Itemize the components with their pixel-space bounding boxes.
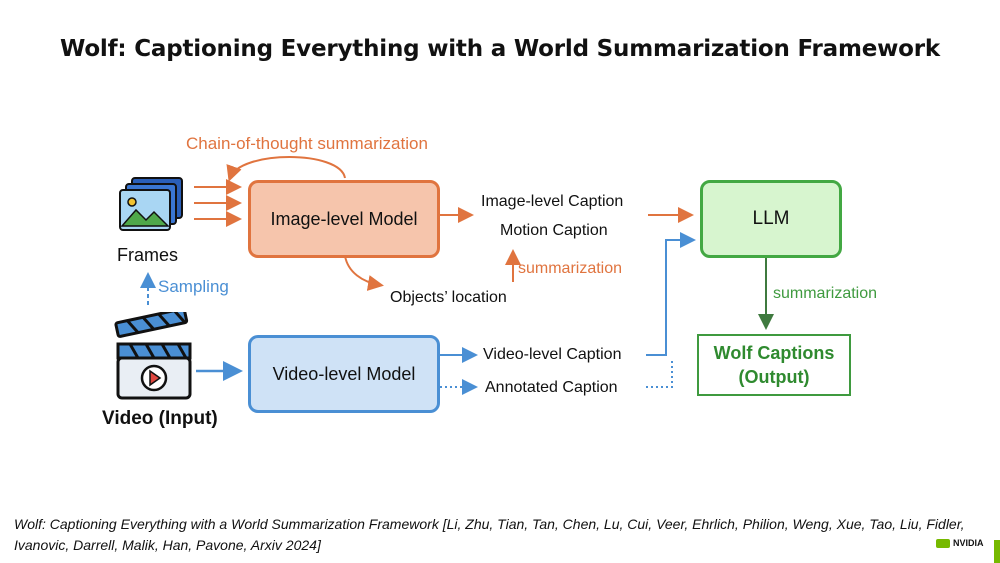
cot-label: Chain-of-thought summarization: [186, 134, 428, 153]
sampling-label: Sampling: [158, 277, 229, 296]
objects-arrow: [344, 255, 384, 291]
llm-box: LLM: [700, 180, 842, 258]
annotated-to-llm-connector: [646, 358, 673, 388]
video-caption-to-llm-arrow: [646, 232, 696, 356]
frames-stack-icon: [119, 177, 183, 231]
nvidia-logo: NVIDIA: [936, 538, 984, 548]
output-line-1: Wolf Captions: [713, 343, 835, 363]
video-input-label: Video (Input): [102, 408, 218, 429]
output-line-2: (Output): [738, 367, 810, 387]
video-level-caption-label: Video-level Caption: [483, 346, 622, 363]
annotated-caption-label: Annotated Caption: [485, 379, 618, 396]
video-level-model-box: Video-level Model: [248, 335, 440, 413]
nvidia-eye-icon: [936, 538, 950, 548]
citation-text: Wolf: Captioning Everything with a World…: [14, 516, 965, 553]
image-level-model-label: Image-level Model: [270, 208, 418, 229]
llm-label: LLM: [752, 208, 790, 229]
summarization-right-label: summarization: [773, 285, 878, 302]
corner-accent-bar: [994, 540, 1000, 563]
motion-caption-label: Motion Caption: [500, 222, 608, 239]
clapperboard-icon: [114, 312, 192, 400]
video-level-model-label: Video-level Model: [272, 363, 416, 384]
image-level-model-box: Image-level Model: [248, 180, 440, 258]
image-level-caption-label: Image-level Caption: [481, 193, 624, 210]
objects-location-label: Objects’ location: [390, 289, 507, 306]
summarization-mid-label: summarization: [518, 260, 623, 277]
frames-label: Frames: [117, 245, 179, 265]
cot-loop-arrow: [226, 156, 346, 182]
wolf-captions-output-box: Wolf Captions (Output): [697, 334, 851, 396]
page-title: Wolf: Captioning Everything with a World…: [59, 36, 941, 62]
nvidia-logo-text: NVIDIA: [953, 538, 984, 548]
